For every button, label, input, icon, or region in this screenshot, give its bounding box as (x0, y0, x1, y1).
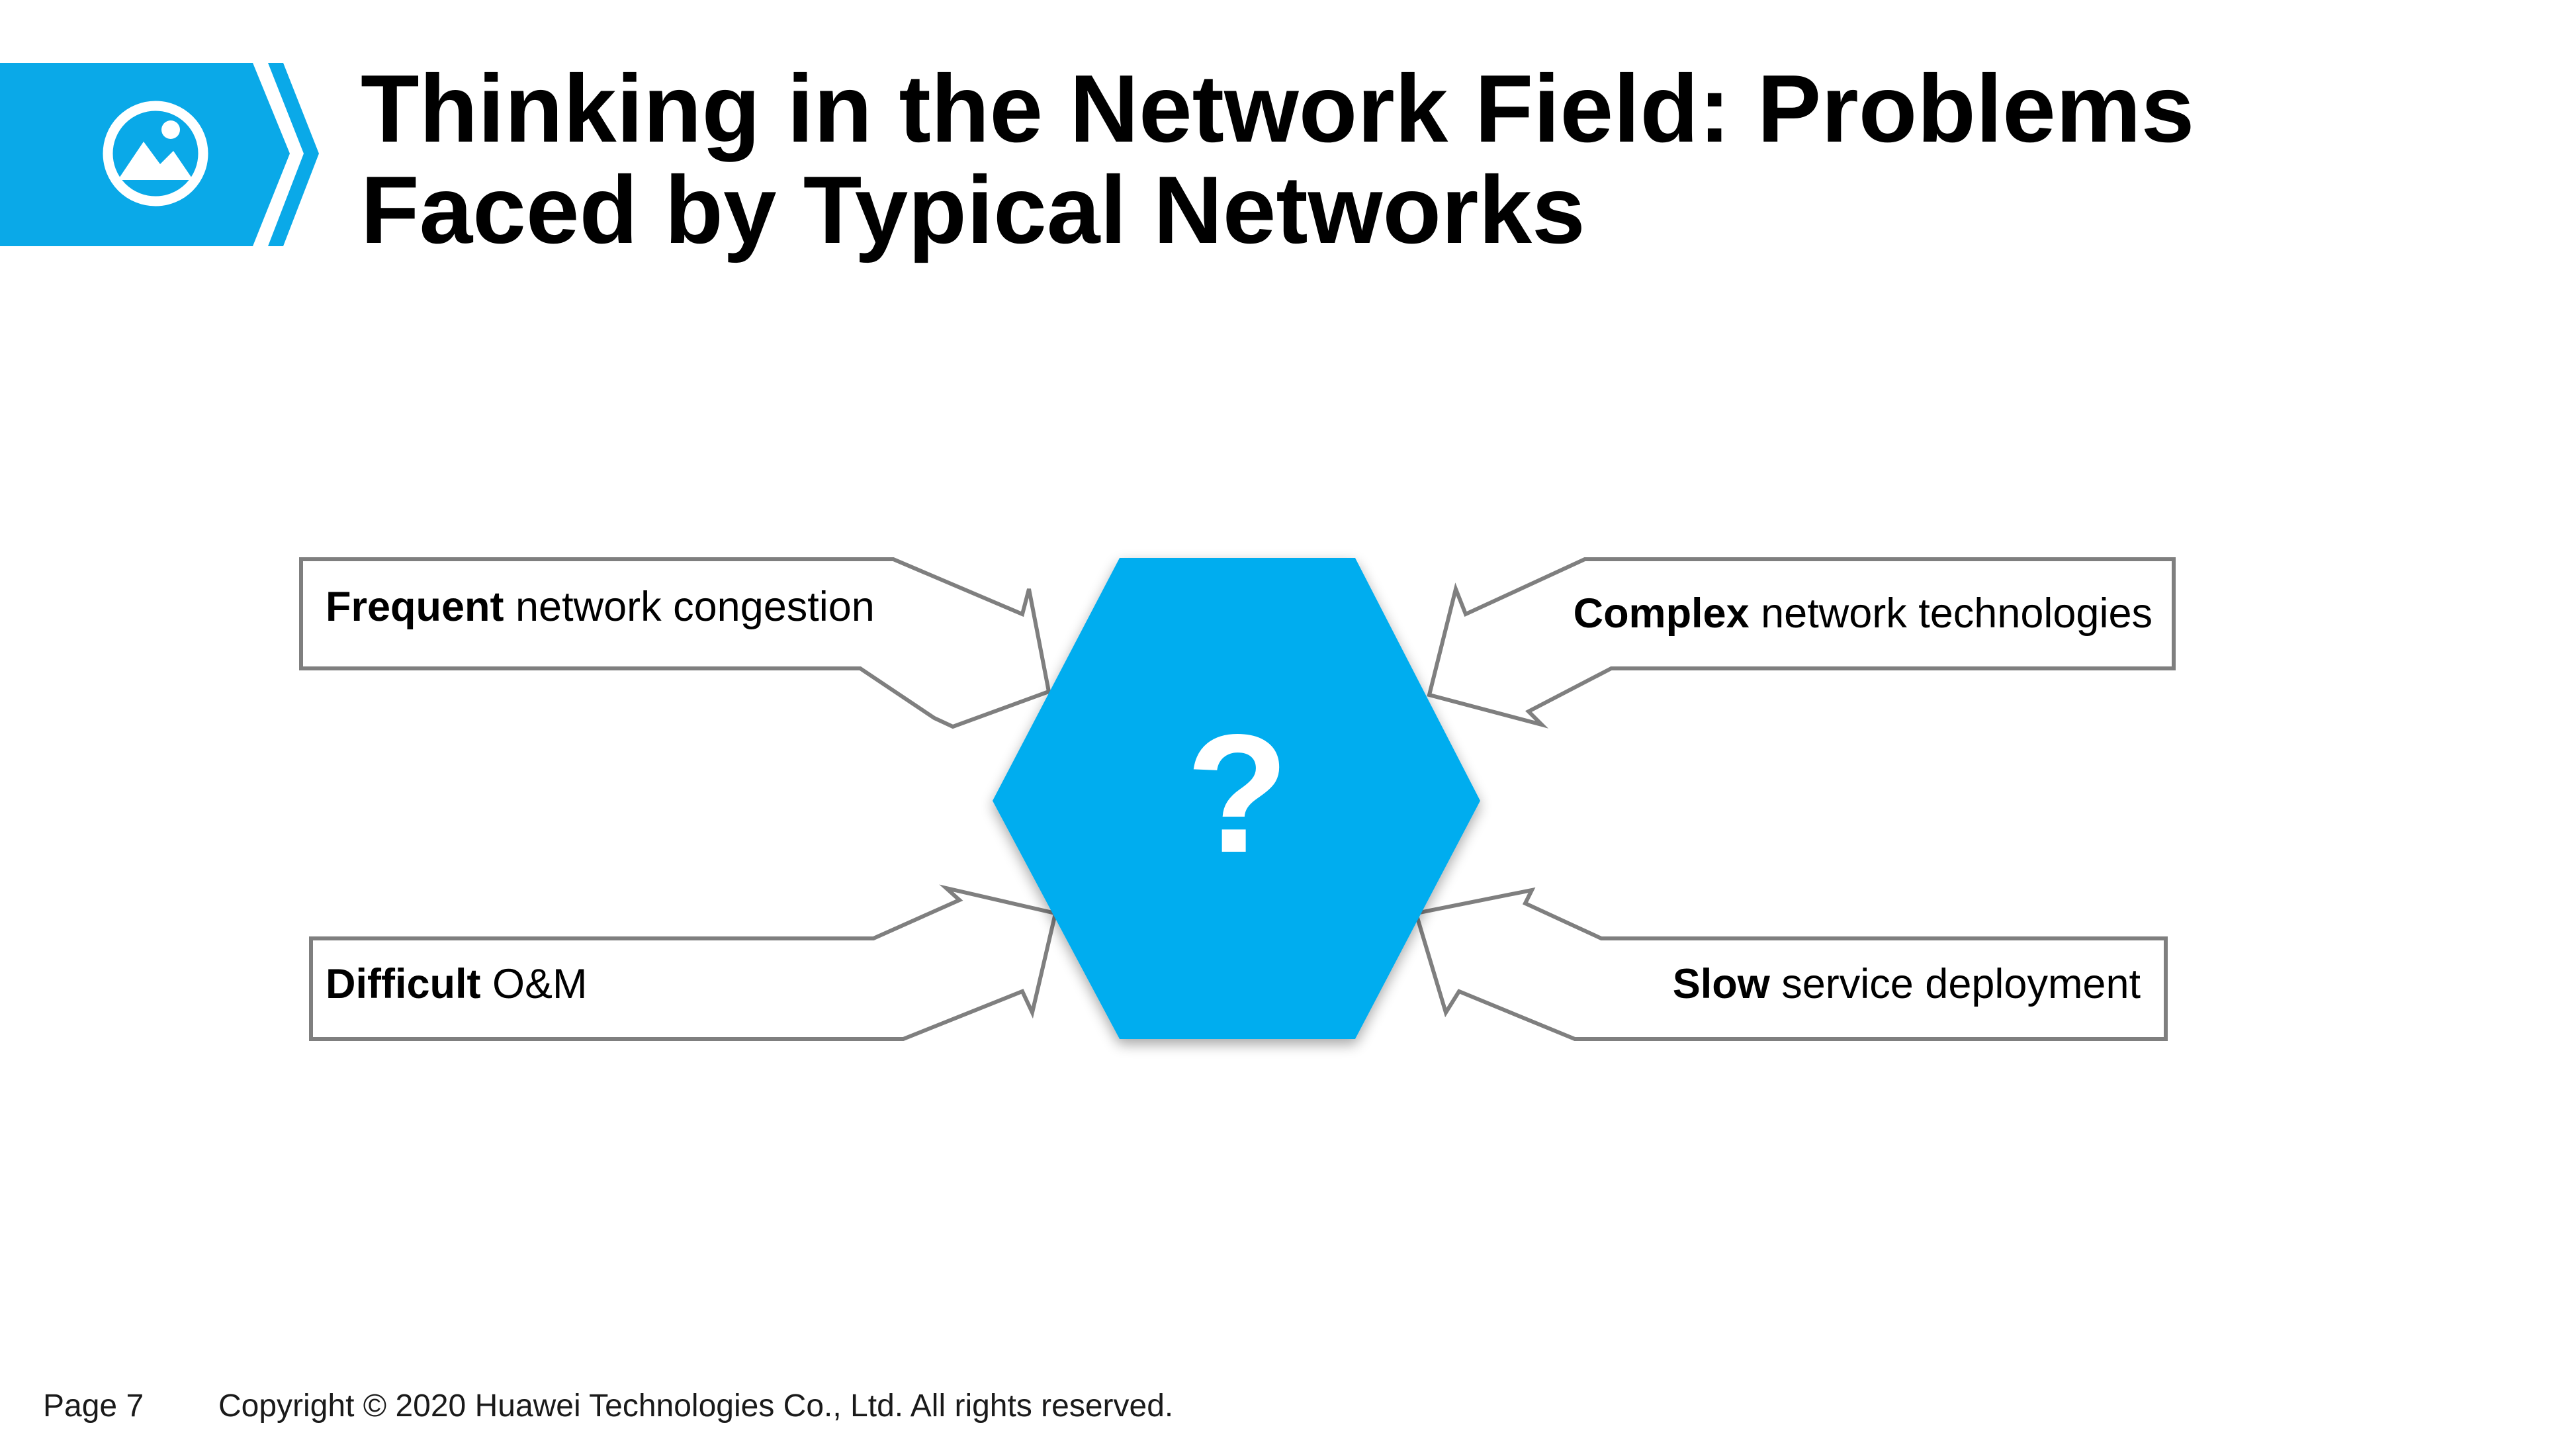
callout-slow-rest: service deployment (1769, 961, 2141, 1007)
callout-difficult: Difficult O&M (326, 960, 587, 1009)
callout-slow-shape (1413, 887, 2168, 1041)
page-number: Page 7 (43, 1388, 144, 1424)
callout-frequent-rest: network congestion (504, 584, 875, 630)
callout-difficult-bold: Difficult (326, 961, 481, 1007)
title-line-1: Thinking in the Network Field: Problems (361, 55, 2195, 162)
callout-difficult-rest: O&M (480, 961, 588, 1007)
copyright-text: Copyright © 2020 Huawei Technologies Co.… (218, 1388, 1174, 1424)
callout-frequent-shape (299, 557, 1051, 729)
page-title: Thinking in the Network Field: Problems … (361, 58, 2346, 261)
header-banner (0, 63, 319, 246)
callout-complex-rest: network technologies (1749, 590, 2153, 637)
center-hexagon (993, 558, 1480, 1039)
callout-complex-shape (1427, 557, 2176, 729)
title-line-2: Faced by Typical Networks (361, 156, 1585, 263)
image-icon (103, 101, 208, 206)
callout-frequent-bold: Frequent (326, 584, 504, 630)
callout-complex: Complex network technologies (1574, 589, 2153, 639)
callout-slow: Slow service deployment (1673, 960, 2141, 1009)
question-mark: ? (1186, 700, 1289, 888)
callout-complex-bold: Complex (1573, 590, 1750, 637)
callout-difficult-shape (309, 884, 1058, 1041)
callout-slow-bold: Slow (1672, 961, 1770, 1007)
callout-frequent: Frequent network congestion (326, 582, 875, 632)
header-chevron (268, 63, 319, 246)
